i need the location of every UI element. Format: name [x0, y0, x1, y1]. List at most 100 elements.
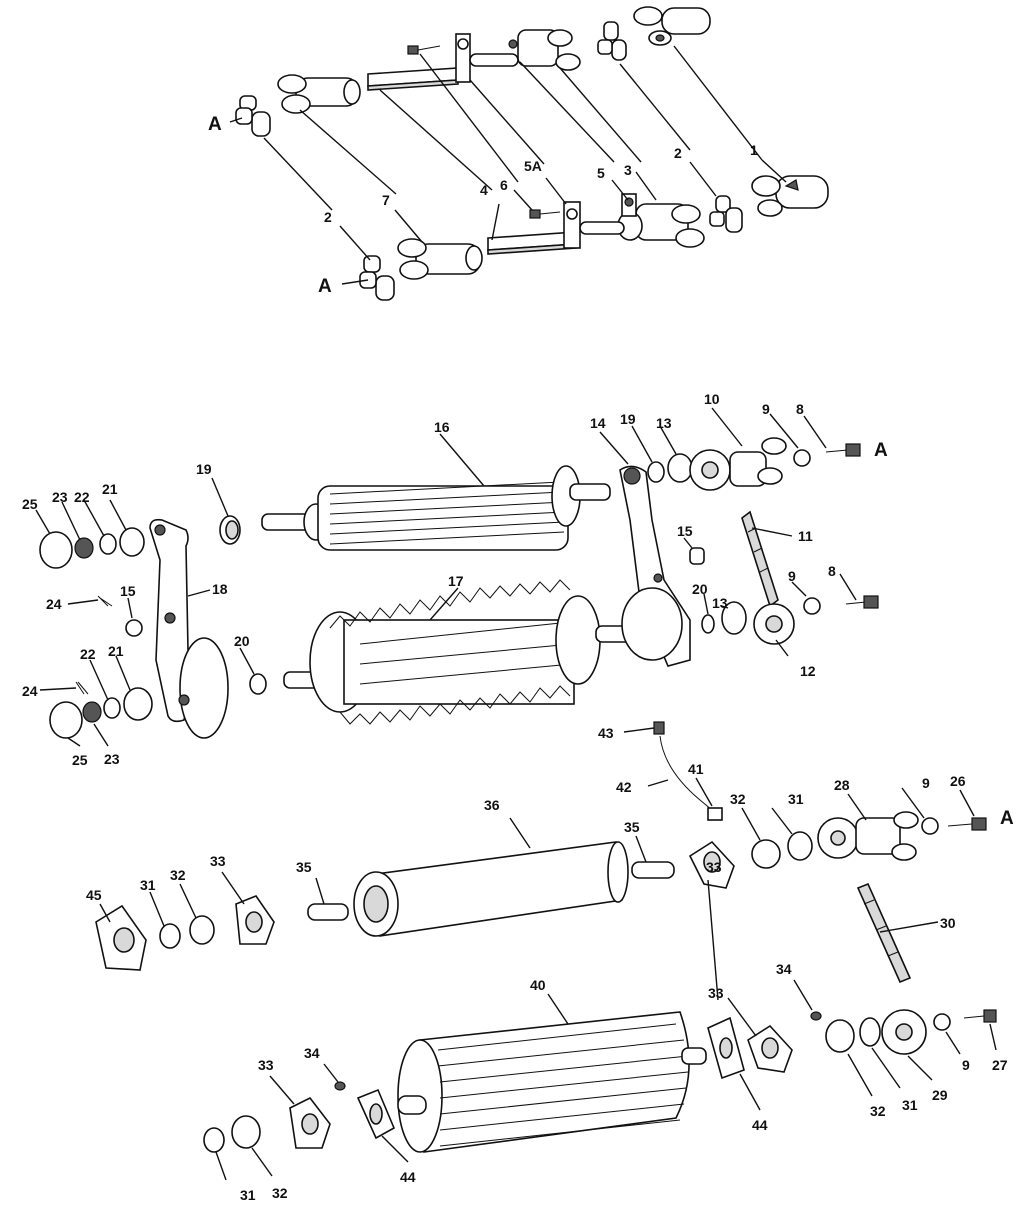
callout-label: 45 — [86, 887, 102, 903]
callout-label: 31 — [902, 1097, 918, 1113]
cross-part-2-lower-left — [359, 255, 395, 301]
callout-label: 19 — [620, 411, 636, 427]
arm-part-18 — [149, 518, 229, 739]
callout-label: 15 — [120, 583, 136, 599]
yoke-part-3-lower — [617, 203, 705, 248]
callout-label: 33 — [210, 853, 226, 869]
callout-label: 15 — [677, 523, 693, 539]
callout-label: 18 — [212, 581, 228, 597]
sprocket-part-28 — [817, 817, 859, 859]
cross-part-2-upper-left — [235, 95, 271, 137]
grease-fitting-part-43 — [653, 721, 665, 735]
callout-label: 5A — [524, 158, 542, 174]
callout-label: 14 — [590, 415, 606, 431]
callout-label: 5 — [597, 165, 605, 181]
bolt-part-26 — [947, 817, 987, 831]
callout-label: 2 — [674, 145, 682, 161]
callout-label: 22 — [74, 489, 90, 505]
callout-label: 33 — [708, 985, 724, 1001]
plate-part-45 — [95, 904, 147, 971]
callout-label: 31 — [788, 791, 804, 807]
bearing-housing-part-33-left — [235, 895, 275, 945]
stub-shaft-part-35-right — [631, 861, 675, 879]
callout-label: 9 — [962, 1057, 970, 1073]
callout-label: 7 — [382, 192, 390, 208]
callout-label: 35 — [624, 819, 640, 835]
drive-linkage-group — [229, 6, 829, 301]
callout-label: 27 — [992, 1057, 1008, 1073]
cross-part-2-upper — [597, 21, 627, 61]
callout-label: 42 — [616, 779, 632, 795]
bearing-housing-part-33-bottom-right — [747, 1024, 793, 1073]
callout-label: 16 — [434, 419, 450, 435]
callout-label: 34 — [776, 961, 792, 977]
callout-label: 33 — [258, 1057, 274, 1073]
yoke-part-7-upper — [277, 74, 361, 114]
reference-mark-a: A — [874, 440, 888, 461]
cross-part-2-lower-right — [709, 195, 743, 233]
callout-label: 4 — [480, 182, 488, 198]
callout-label: 23 — [52, 489, 68, 505]
yoke-part-1-upper — [633, 6, 711, 46]
callout-label: 24 — [22, 683, 38, 699]
callout-label: 33 — [706, 859, 722, 875]
callout-label: 41 — [688, 761, 704, 777]
callout-label: 44 — [752, 1117, 768, 1133]
callout-label: 19 — [196, 461, 212, 477]
bearing-housing-part-33-bottom-left — [289, 1096, 331, 1149]
callout-label: 17 — [448, 573, 464, 589]
grooved-roll-part-40 — [397, 1011, 707, 1153]
callout-label: 20 — [692, 581, 708, 597]
callout-label: 9 — [922, 775, 930, 791]
yoke-part-10 — [729, 437, 787, 487]
callout-label: 24 — [46, 596, 62, 612]
bearing-housing-part-33-right — [688, 840, 735, 889]
callout-label: 40 — [530, 977, 546, 993]
toothed-roll-part-17 — [283, 579, 637, 725]
sprocket-part-29 — [881, 1009, 927, 1055]
feed-roll-group — [35, 407, 879, 747]
grease-line-part-42 — [659, 735, 713, 811]
callout-label: 21 — [108, 643, 124, 659]
callout-label: 8 — [796, 401, 804, 417]
callout-label: 6 — [500, 177, 508, 193]
callout-label: 11 — [798, 528, 813, 544]
callout-label: 20 — [234, 633, 250, 649]
callout-label: 12 — [800, 663, 816, 679]
callout-label: 9 — [788, 568, 796, 584]
callout-label: 1 — [750, 142, 758, 158]
callout-label: 32 — [272, 1185, 288, 1201]
callout-label: 29 — [932, 1087, 948, 1103]
bolt-part-8-upper — [825, 443, 861, 457]
right-hardware — [647, 437, 879, 645]
callout-label: 30 — [940, 915, 956, 931]
callout-label: 32 — [730, 791, 746, 807]
callout-label: 9 — [762, 401, 770, 417]
arm-part-14 — [619, 465, 691, 667]
yoke-part-3-upper — [508, 29, 581, 71]
stub-shaft-part-35-left — [307, 903, 349, 921]
smooth-roll-group — [95, 721, 987, 1001]
callout-label: 2 — [324, 209, 332, 225]
callout-label: 31 — [240, 1187, 256, 1203]
callout-label: 22 — [80, 646, 96, 662]
bolt-part-6-lower — [529, 209, 561, 219]
callout-label: 26 — [950, 773, 966, 789]
callout-label: 25 — [22, 496, 38, 512]
plate-part-44-left — [356, 1088, 396, 1140]
reference-mark-a: A — [208, 114, 222, 135]
sprocket-part-12 — [753, 603, 795, 645]
callout-label: 3 — [624, 162, 632, 178]
chain-part-11 — [741, 510, 779, 608]
callout-label: 8 — [828, 563, 836, 579]
lower-roll-group — [203, 979, 997, 1181]
callout-label: 10 — [704, 391, 720, 407]
callout-label: 32 — [870, 1103, 886, 1119]
bar-part-4-upper — [367, 33, 519, 91]
yoke-part-7-lower — [397, 238, 483, 280]
chain-part-30 — [856, 882, 912, 984]
callout-label: 25 — [72, 752, 88, 768]
smooth-roll-part-36 — [353, 841, 629, 937]
